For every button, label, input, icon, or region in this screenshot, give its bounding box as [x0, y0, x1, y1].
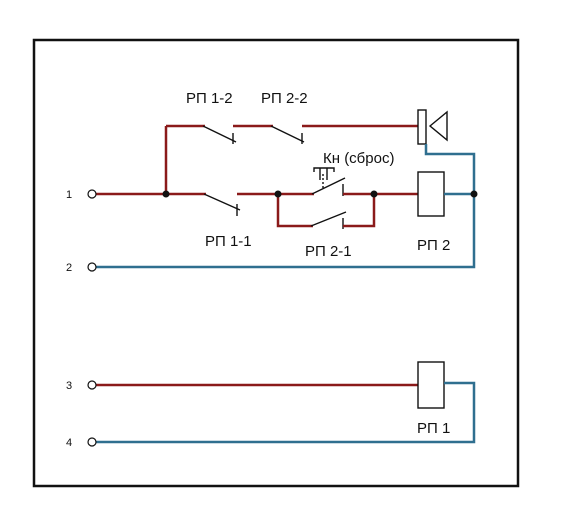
button-kn-cap — [313, 167, 335, 172]
horn-icon — [428, 110, 448, 142]
contact-rp22-blade — [270, 125, 305, 143]
horn-body — [417, 109, 427, 145]
terminal-3 — [87, 380, 97, 390]
junction-dot — [470, 190, 478, 198]
coil-rp2 — [417, 171, 445, 217]
terminal-2 — [87, 262, 97, 272]
label-rp1: РП 1 — [417, 420, 450, 437]
wire-return-t4 — [96, 381, 476, 444]
contact-rp12-blade — [202, 125, 237, 143]
terminal-4-label: 4 — [66, 437, 72, 449]
terminal-2-label: 2 — [66, 262, 72, 274]
wire-return-t2 — [96, 194, 476, 269]
label-rp12: РП 1-2 — [186, 90, 233, 107]
label-rp11: РП 1-1 — [205, 233, 252, 250]
terminal-1-label: 1 — [66, 189, 72, 201]
button-kn-blade — [311, 177, 346, 195]
diagram-frame — [32, 38, 520, 488]
coil-rp1 — [417, 361, 445, 409]
junction-dot — [162, 190, 170, 198]
junction-dot — [370, 190, 378, 198]
terminal-4 — [87, 437, 97, 447]
wire-rp21-left — [276, 194, 313, 228]
contact-rp21-blade — [310, 211, 347, 227]
label-rp21: РП 2-1 — [305, 243, 352, 260]
wire-horn-return — [424, 144, 476, 194]
label-rp2: РП 2 — [417, 237, 450, 254]
label-rp22: РП 2-2 — [261, 90, 308, 107]
terminal-3-label: 3 — [66, 380, 72, 392]
contact-rp11-blade — [203, 193, 241, 211]
label-kn: Кн (сброс) — [323, 150, 394, 167]
junction-dot — [274, 190, 282, 198]
wire-rp21-right — [343, 194, 376, 228]
terminal-1 — [87, 189, 97, 199]
